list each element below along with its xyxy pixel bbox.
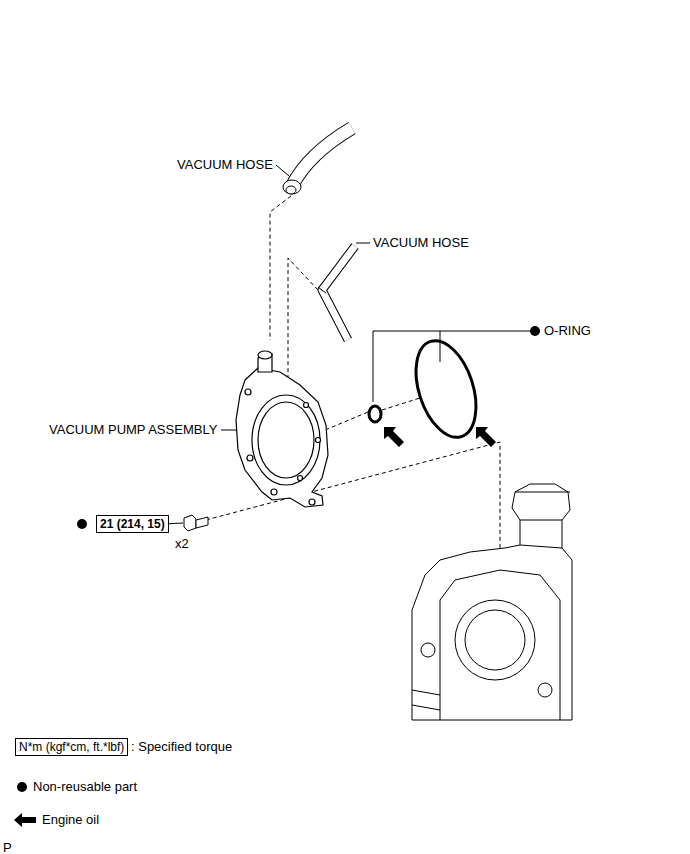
legend-text: Non-reusable part	[33, 779, 137, 795]
pump-cover	[252, 395, 320, 485]
bolt-hole	[309, 499, 315, 505]
screw	[316, 438, 321, 443]
bolt	[184, 515, 208, 531]
vacuum-hose	[322, 246, 355, 340]
bolt-hole	[271, 489, 277, 495]
bolt-shank	[196, 517, 208, 528]
non-reusable-dot	[77, 519, 87, 529]
engine-oil-arrow	[14, 813, 36, 827]
torque-box: 21 (214, 15)	[96, 515, 169, 533]
legend-text: Engine oil	[42, 812, 99, 828]
dashed-line	[288, 258, 318, 395]
engine	[412, 484, 572, 720]
non-reusable-dot	[17, 782, 27, 792]
pump-cover-inner	[258, 402, 314, 478]
quantity: x2	[175, 536, 189, 552]
pump-body	[236, 368, 328, 507]
bolt-boss	[421, 643, 435, 657]
bolt-head	[184, 515, 196, 531]
engine-oil-arrow	[476, 427, 496, 447]
part-name: VACUUM PUMP ASSEMBLY	[49, 422, 217, 438]
engine-block	[412, 484, 572, 720]
bolt-hole	[247, 455, 253, 461]
vacuum-hose	[322, 246, 355, 340]
bolt-hole	[245, 389, 251, 395]
screw	[304, 403, 309, 408]
non-reusable-dot	[530, 326, 540, 336]
part-name: O-RING	[544, 323, 591, 339]
pump-nipple-end	[258, 351, 272, 359]
torque-legend-sample: N*m (kgf*cm, ft.*lbf)	[15, 738, 128, 756]
dashed-line	[270, 196, 291, 340]
legend-text: : Specified torque	[131, 739, 232, 755]
leader-line	[276, 165, 289, 176]
vacuum-hose	[292, 128, 352, 186]
vacuum-hose	[292, 128, 352, 186]
page-mark: P	[3, 840, 12, 854]
assembly-lines	[206, 196, 500, 610]
bracket	[373, 331, 530, 402]
leader-line	[221, 430, 237, 431]
small-o-ring	[369, 406, 381, 422]
engine-oil-arrow	[384, 427, 404, 447]
screw	[298, 476, 303, 481]
pump-bore-inner	[465, 610, 525, 670]
large-o-ring	[405, 333, 487, 445]
part-name: VACUUM HOSE	[373, 235, 469, 251]
hose-clamp	[283, 180, 301, 194]
engine-detail	[412, 690, 440, 710]
torque-value: 21 (214, 15)	[100, 516, 168, 532]
vacuum-pump	[236, 351, 328, 507]
bolt-boss	[538, 683, 552, 697]
leader-line	[356, 243, 370, 244]
hose-end	[318, 287, 326, 293]
part-name: VACUUM HOSE	[177, 157, 273, 173]
engine-housing	[440, 570, 560, 720]
pump-bore	[455, 600, 535, 680]
dashed-line	[382, 398, 420, 410]
hose-end	[286, 186, 296, 194]
filler-cap-lines	[515, 492, 570, 548]
